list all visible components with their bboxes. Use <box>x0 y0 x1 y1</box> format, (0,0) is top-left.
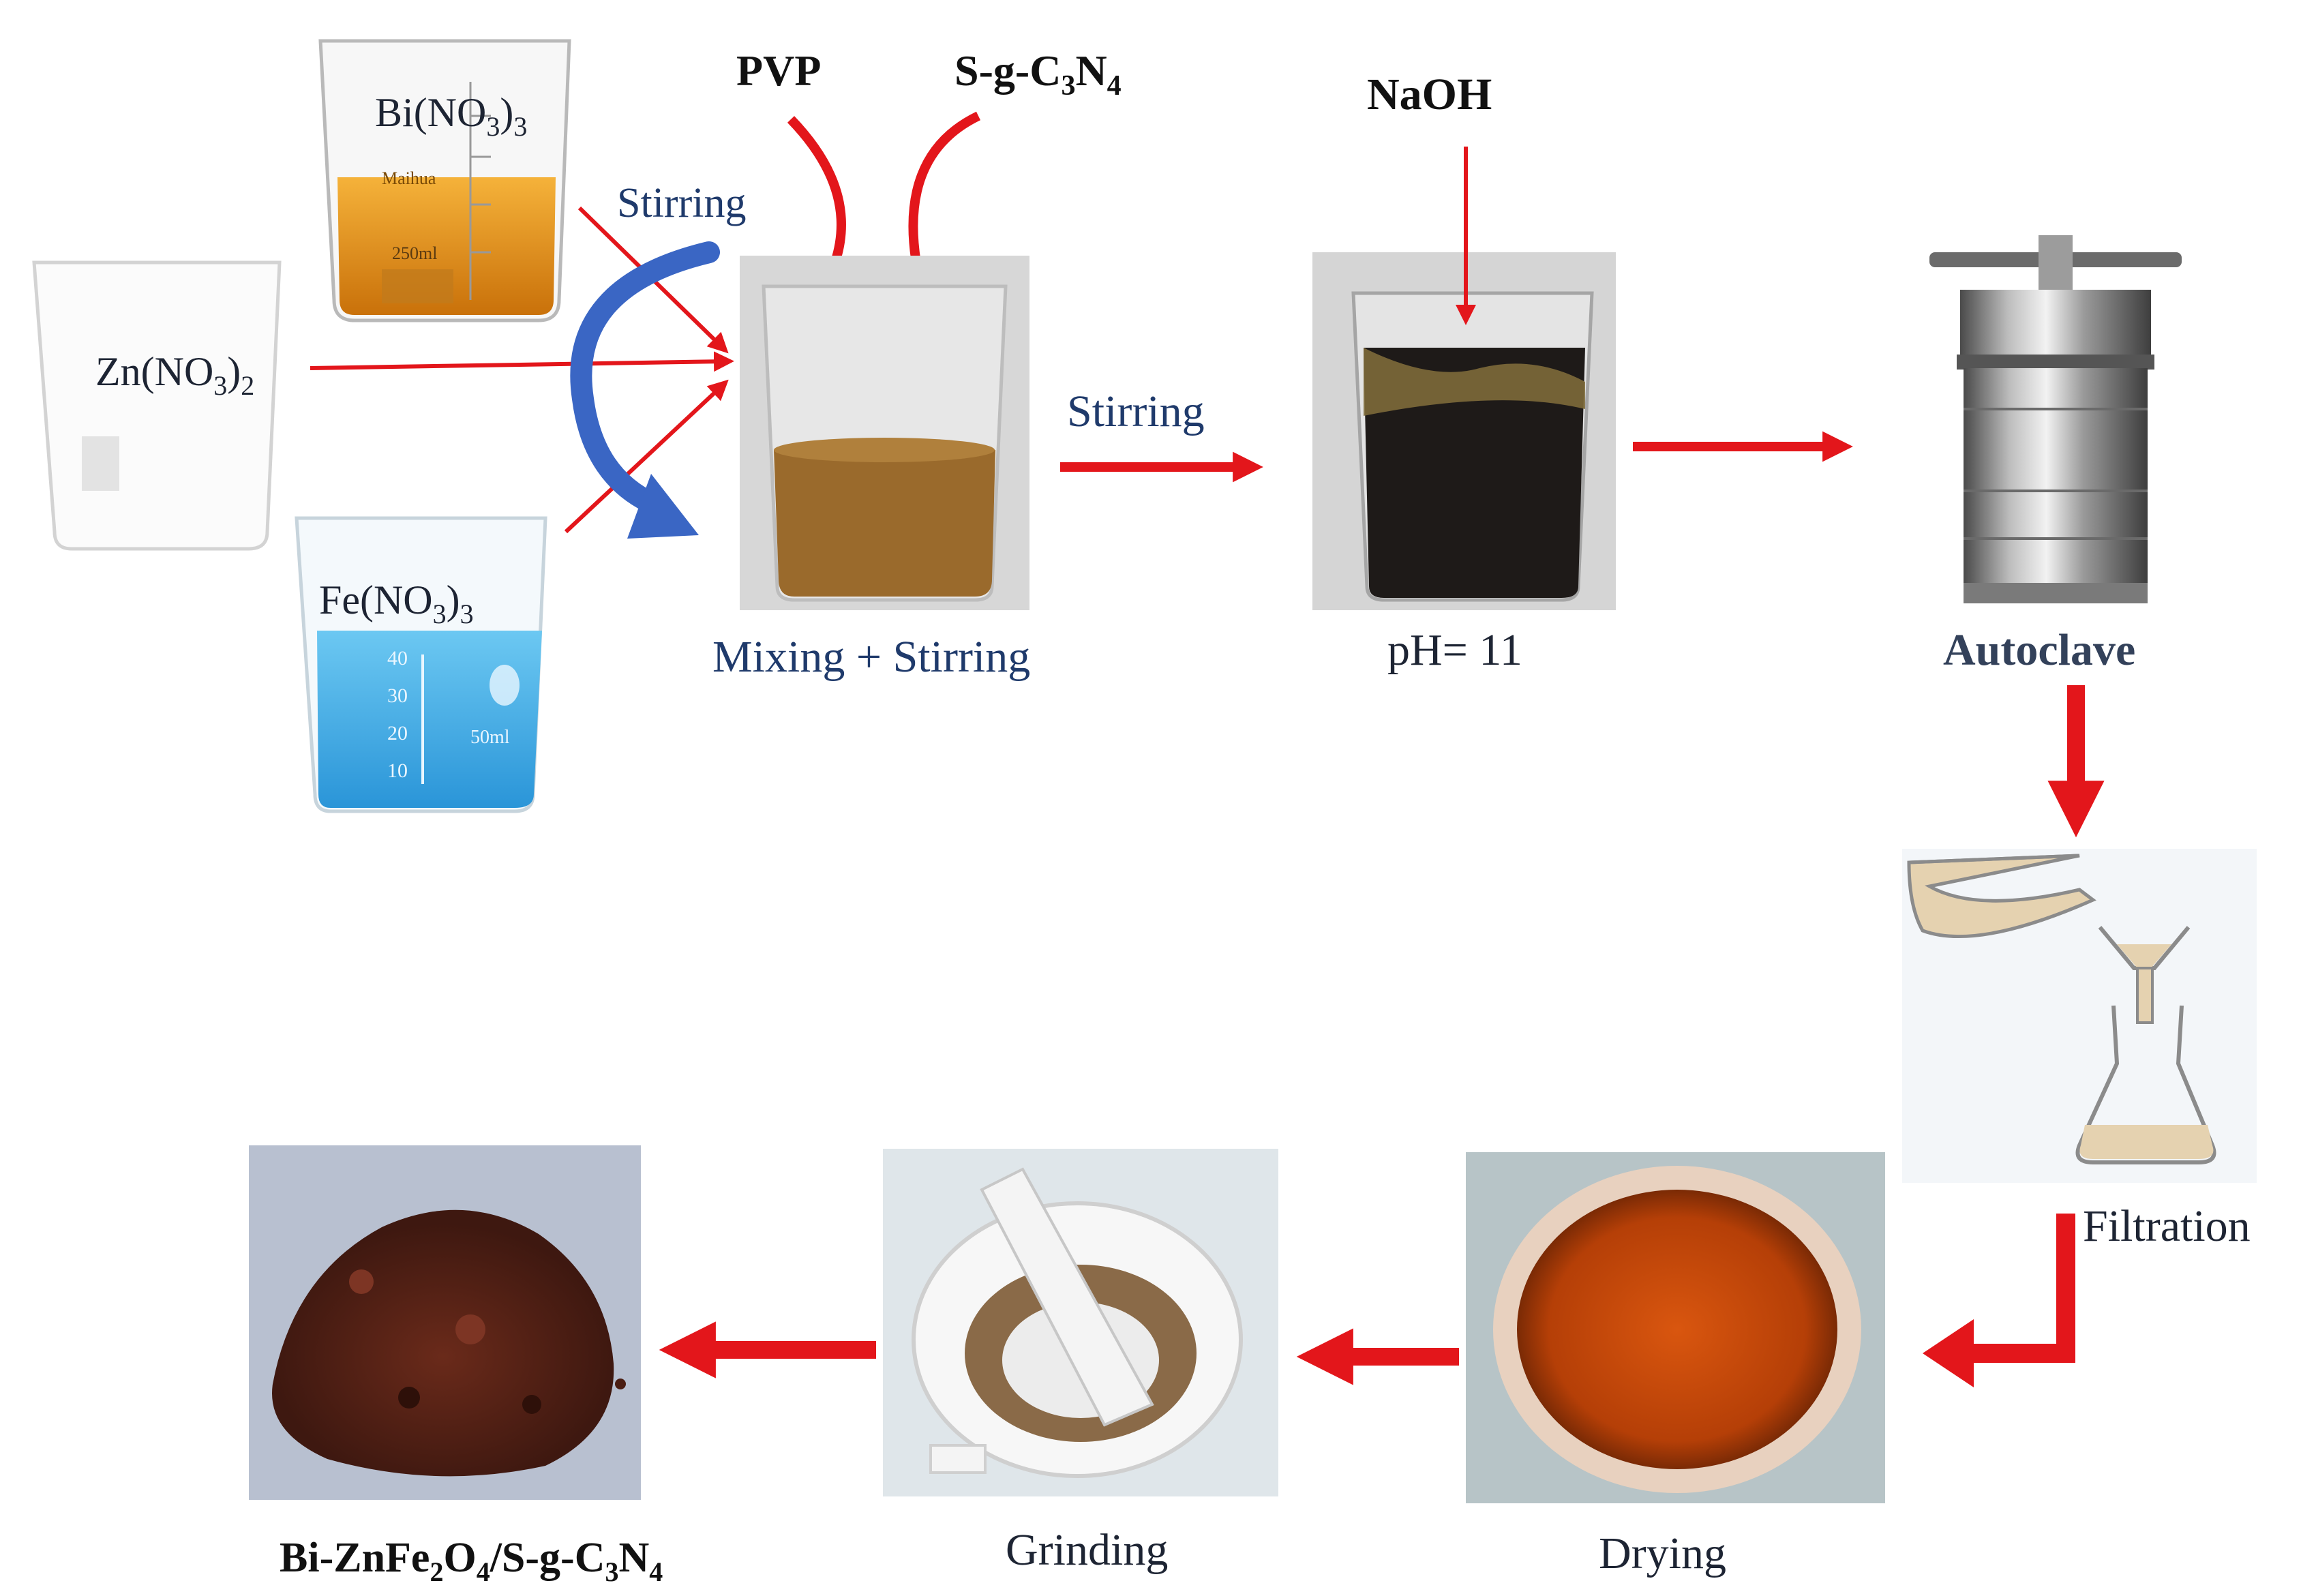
drying-label: Drying <box>1599 1529 1726 1578</box>
grinding-mortar-photo <box>883 1149 1278 1496</box>
stirring-curved-label: Stirring <box>617 180 746 226</box>
fe-nitrate-label: Fe(NO3)3 <box>319 577 474 629</box>
bi-beaker-brand: Maihua <box>382 168 436 188</box>
fe-beaker-volume: 50ml <box>470 727 510 748</box>
zn-nitrate-beaker <box>32 260 282 551</box>
svg-text:20: 20 <box>387 722 408 744</box>
drying-dish-photo <box>1466 1152 1885 1503</box>
fe-beaker-scale: 40 30 20 10 <box>387 647 424 784</box>
zn-to-mix-arrow <box>310 351 734 372</box>
stirring-arrow-label: Stirring <box>1067 387 1205 436</box>
product-powder-photo <box>249 1145 641 1500</box>
stirring-curved-arrow <box>570 241 720 539</box>
naoh-beaker-photo <box>1312 252 1616 610</box>
svg-text:10: 10 <box>387 759 408 782</box>
fe-nitrate-beaker: 40 30 20 10 50ml <box>295 516 547 813</box>
mixing-label: Mixing + Stirring <box>712 632 1030 682</box>
filtration-illustration <box>1902 849 2257 1183</box>
product-label: Bi-ZnFe2O4/S-g-C3N4 <box>280 1535 663 1587</box>
sgcn-label: S-g-C3N4 <box>954 46 1122 102</box>
ph-label: pH= 11 <box>1387 625 1522 675</box>
naoh-label: NaOH <box>1367 70 1492 119</box>
mixing-beaker-photo <box>740 256 1029 610</box>
pvp-label: PVP <box>736 46 821 95</box>
autoclave-label: Autoclave <box>1943 625 2135 675</box>
filtration-label: Filtration <box>2083 1201 2251 1251</box>
autoclave-image <box>1929 235 2182 603</box>
zn-nitrate-label: Zn(NO3)2 <box>95 349 254 401</box>
svg-text:40: 40 <box>387 647 408 669</box>
svg-text:30: 30 <box>387 684 408 707</box>
grinding-label: Grinding <box>1006 1525 1168 1575</box>
filtration-to-drying-arrow <box>1964 1214 2075 1363</box>
bi-beaker-volume: 250ml <box>392 243 437 263</box>
fe-to-mix-arrow <box>564 379 729 534</box>
bi-nitrate-label: Bi(NO3)3 <box>375 90 527 142</box>
bi-nitrate-beaker: Maihua 250ml <box>318 39 571 322</box>
